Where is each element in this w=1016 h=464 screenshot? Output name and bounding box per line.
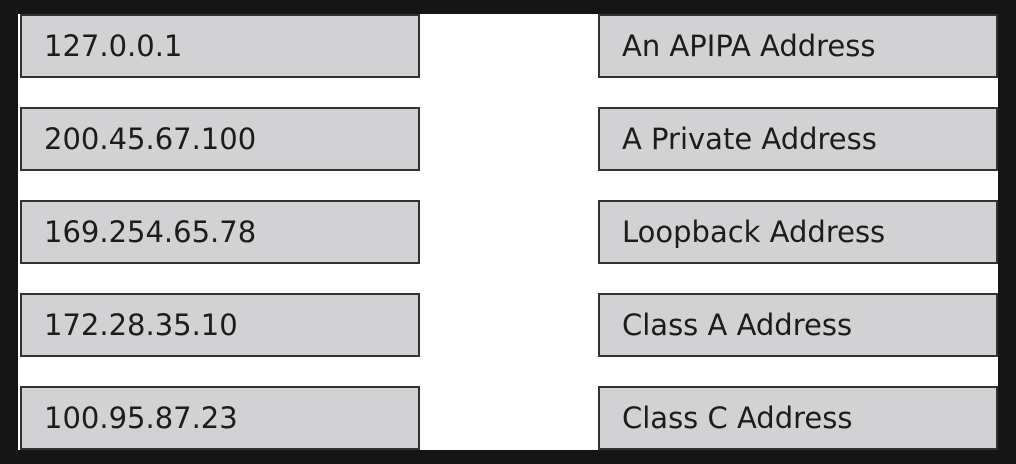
address-type-card-1[interactable]: An APIPA Address (598, 14, 998, 78)
address-card-3[interactable]: 169.254.65.78 (20, 200, 420, 264)
matching-diagram: 127.0.0.1 200.45.67.100 169.254.65.78 17… (18, 14, 998, 450)
address-card-5[interactable]: 100.95.87.23 (20, 386, 420, 450)
address-type-card-2[interactable]: A Private Address (598, 107, 998, 171)
address-type-card-5[interactable]: Class C Address (598, 386, 998, 450)
address-type-card-4[interactable]: Class A Address (598, 293, 998, 357)
address-card-1[interactable]: 127.0.0.1 (20, 14, 420, 78)
address-type-card-3[interactable]: Loopback Address (598, 200, 998, 264)
address-card-4[interactable]: 172.28.35.10 (20, 293, 420, 357)
address-card-2[interactable]: 200.45.67.100 (20, 107, 420, 171)
